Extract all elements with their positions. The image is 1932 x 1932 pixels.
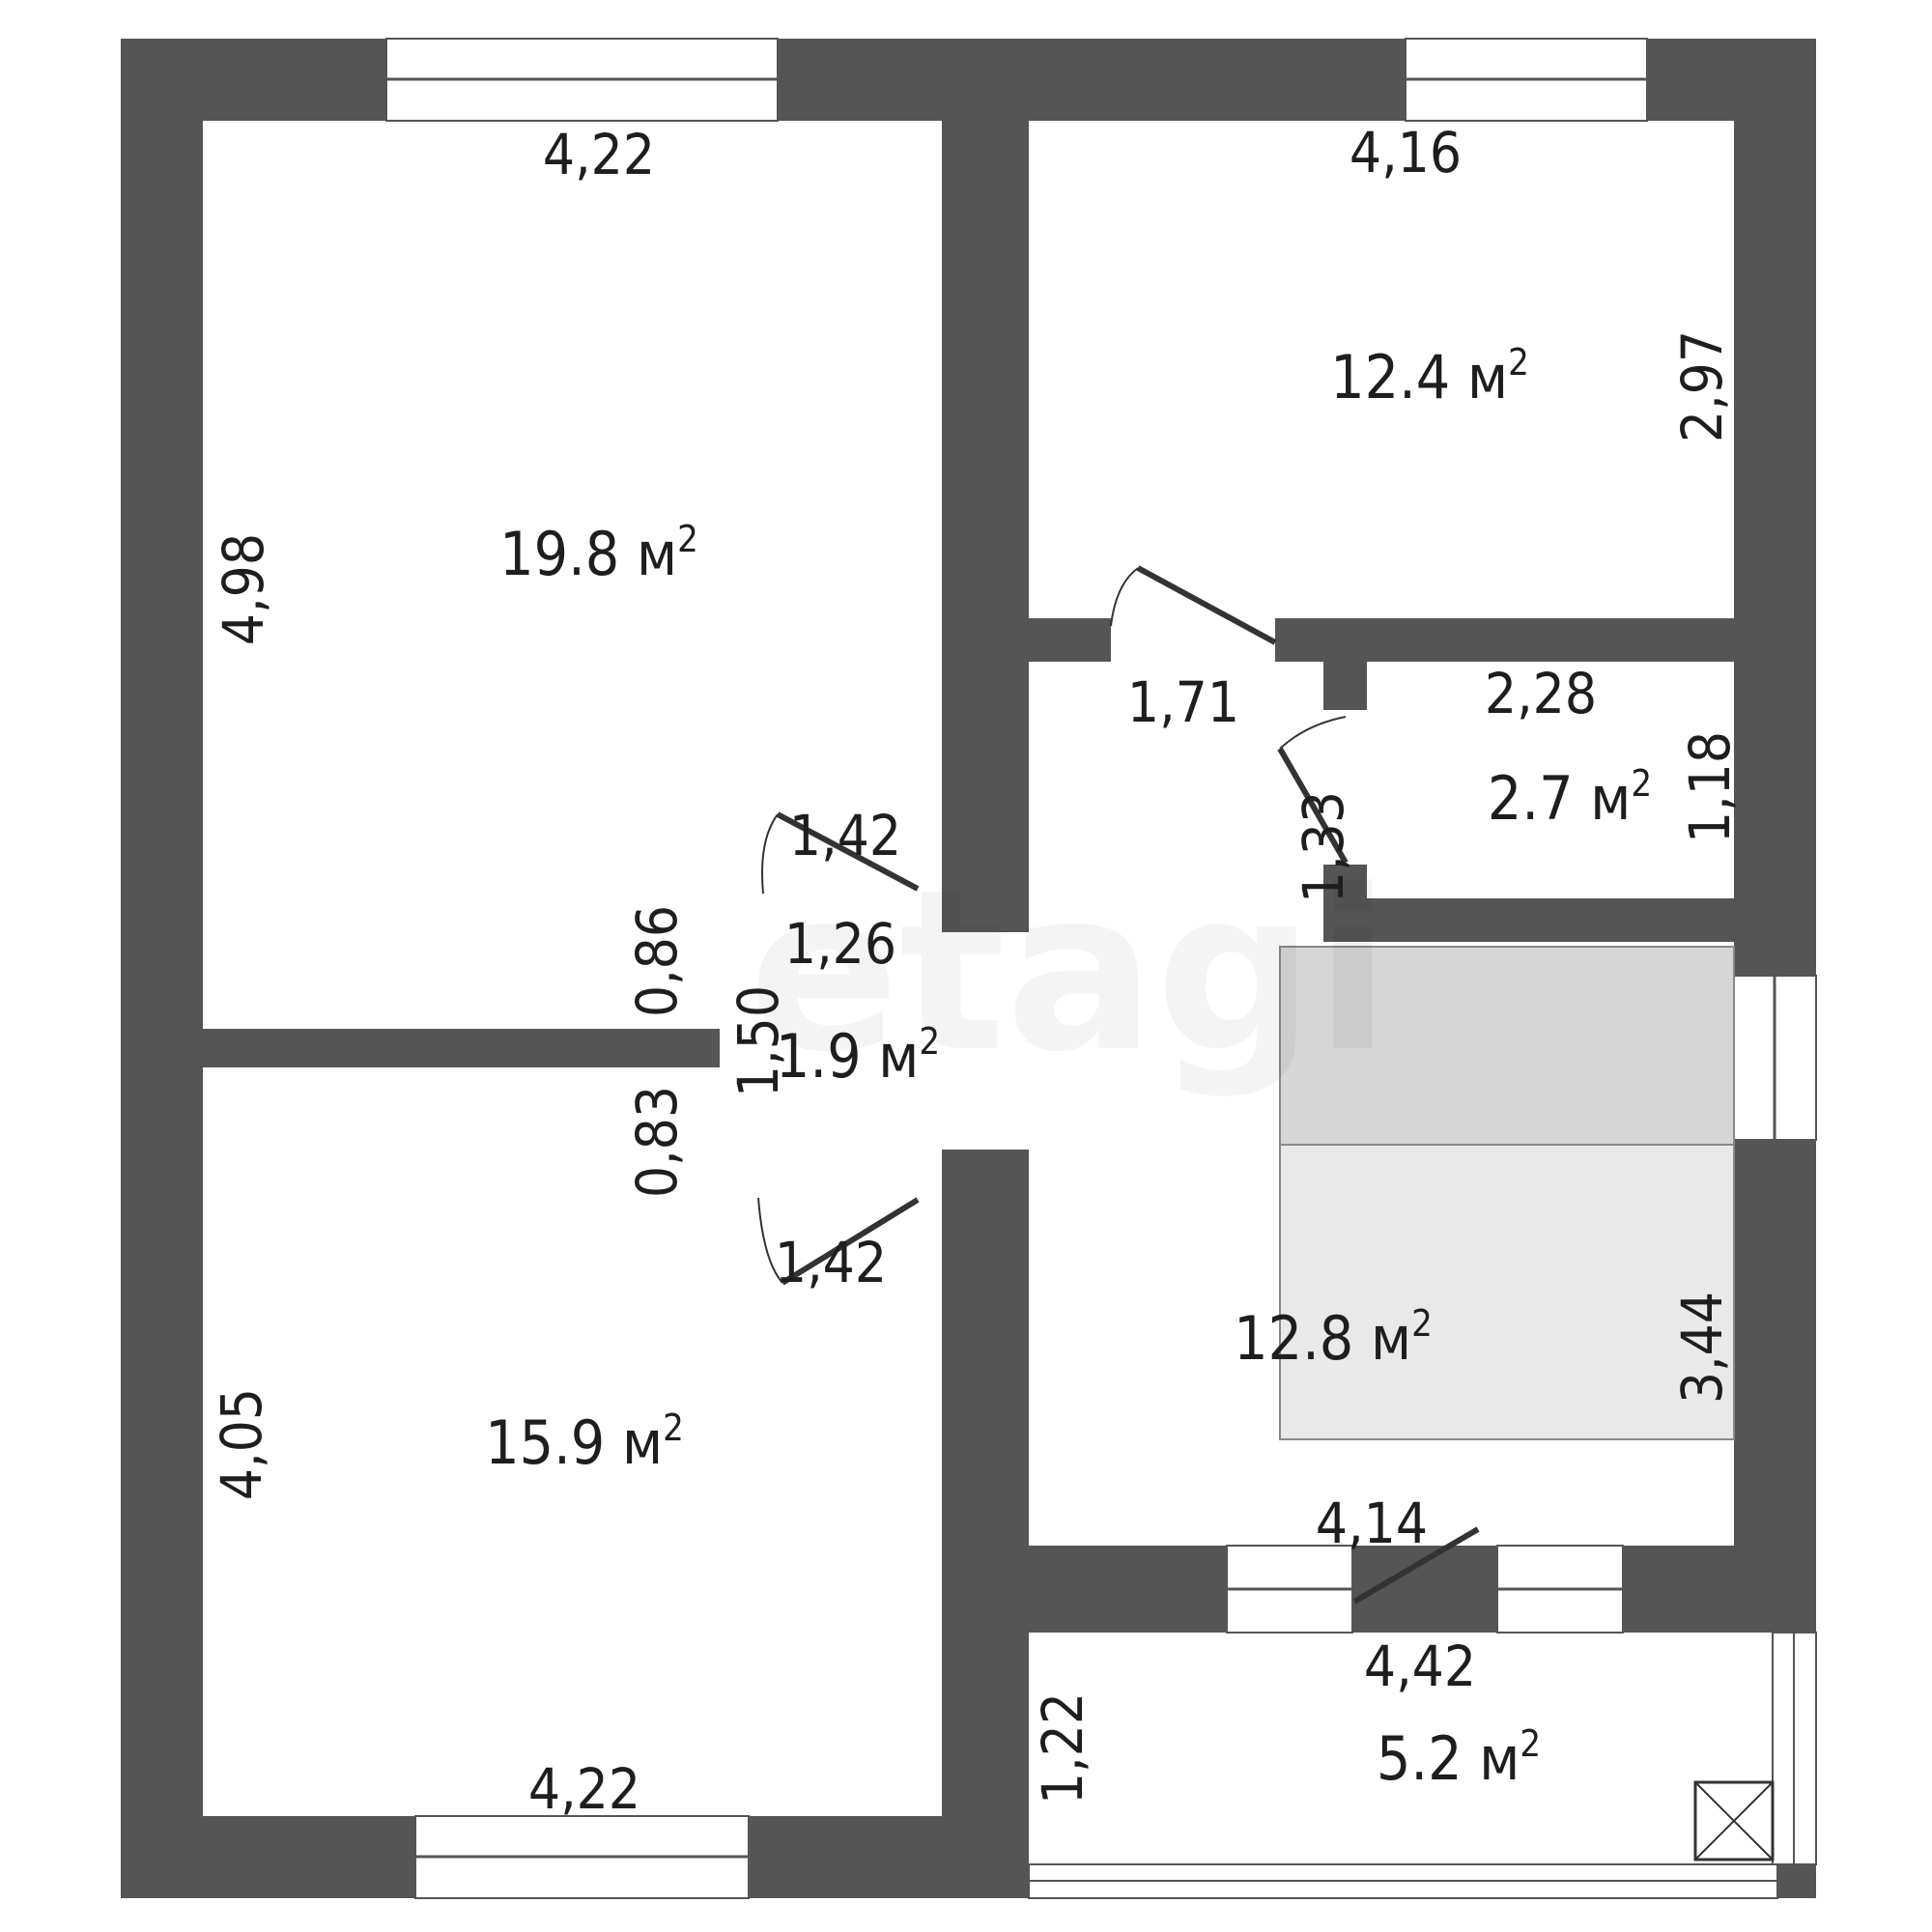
kitchen-counter-bottom <box>1279 1144 1735 1440</box>
bath-area: 2.7 м2 <box>1488 762 1652 834</box>
window-room2 <box>1405 38 1648 122</box>
hall-door-bottom-width: 1,42 <box>775 1230 887 1295</box>
bath-floor <box>1367 662 1734 898</box>
room-2-floor <box>1029 121 1734 618</box>
hall-width: 1,26 <box>784 911 896 977</box>
balcony-depth: 1,22 <box>1030 1692 1095 1804</box>
ventilation-box <box>1693 1780 1775 1861</box>
door-room3 <box>757 1197 920 1286</box>
room-1-area: 19.8 м2 <box>499 518 698 589</box>
door-balcony <box>1352 1526 1480 1605</box>
hall-wall-upper: 0,86 <box>624 905 690 1017</box>
kitchen-counter-top <box>1279 946 1735 1146</box>
room-2-length: 2,97 <box>1669 330 1735 442</box>
room-1-width: 4,22 <box>543 122 655 187</box>
door-gap-room2 <box>1111 618 1275 662</box>
room-2-area: 12.4 м2 <box>1330 341 1529 412</box>
door-gap-room3 <box>753 1183 918 1227</box>
bath-width: 2,28 <box>1485 661 1597 726</box>
balcony-width: 4,42 <box>1364 1634 1476 1699</box>
door-room1 <box>761 811 920 895</box>
kitchen-area: 12.8 м2 <box>1234 1302 1433 1374</box>
hall-length: 1,50 <box>725 985 791 1097</box>
door-bath <box>1277 716 1349 865</box>
watermark: etagi <box>749 843 1391 1101</box>
room-3-area: 15.9 м2 <box>485 1406 684 1478</box>
balcony-door-right-glass <box>1496 1545 1624 1634</box>
window-room1 <box>385 38 779 122</box>
hall-door-top-width: 1,42 <box>789 803 901 868</box>
balcony-glazing-bottom <box>1028 1863 1778 1899</box>
window-room3 <box>414 1815 750 1899</box>
hall-floor <box>720 894 942 1188</box>
balcony-glazing-right <box>1772 1632 1817 1865</box>
room-2-width: 4,16 <box>1350 120 1462 185</box>
balcony-door-left-glass <box>1226 1545 1353 1634</box>
room-1-length: 4,98 <box>211 533 276 645</box>
door-room2 <box>1110 565 1277 645</box>
room-3-length: 4,05 <box>209 1388 274 1500</box>
balcony-area: 5.2 м2 <box>1377 1722 1541 1794</box>
bath-length: 1,18 <box>1677 731 1743 843</box>
kitchen-bottom-width: 4,14 <box>1316 1491 1428 1556</box>
kitchen-length: 3,44 <box>1669 1292 1735 1404</box>
room-3-width: 4,22 <box>528 1756 640 1822</box>
hall-kitchen-opening <box>942 932 1029 1150</box>
window-kitchen <box>1733 975 1817 1141</box>
hall-area: 1.9 м2 <box>776 1020 940 1092</box>
hall-wall-lower: 0,83 <box>624 1086 690 1198</box>
corridor-width: 1,71 <box>1127 669 1239 735</box>
bath-door-side: 1,33 <box>1291 791 1356 903</box>
balcony-floor <box>1029 1633 1773 1864</box>
